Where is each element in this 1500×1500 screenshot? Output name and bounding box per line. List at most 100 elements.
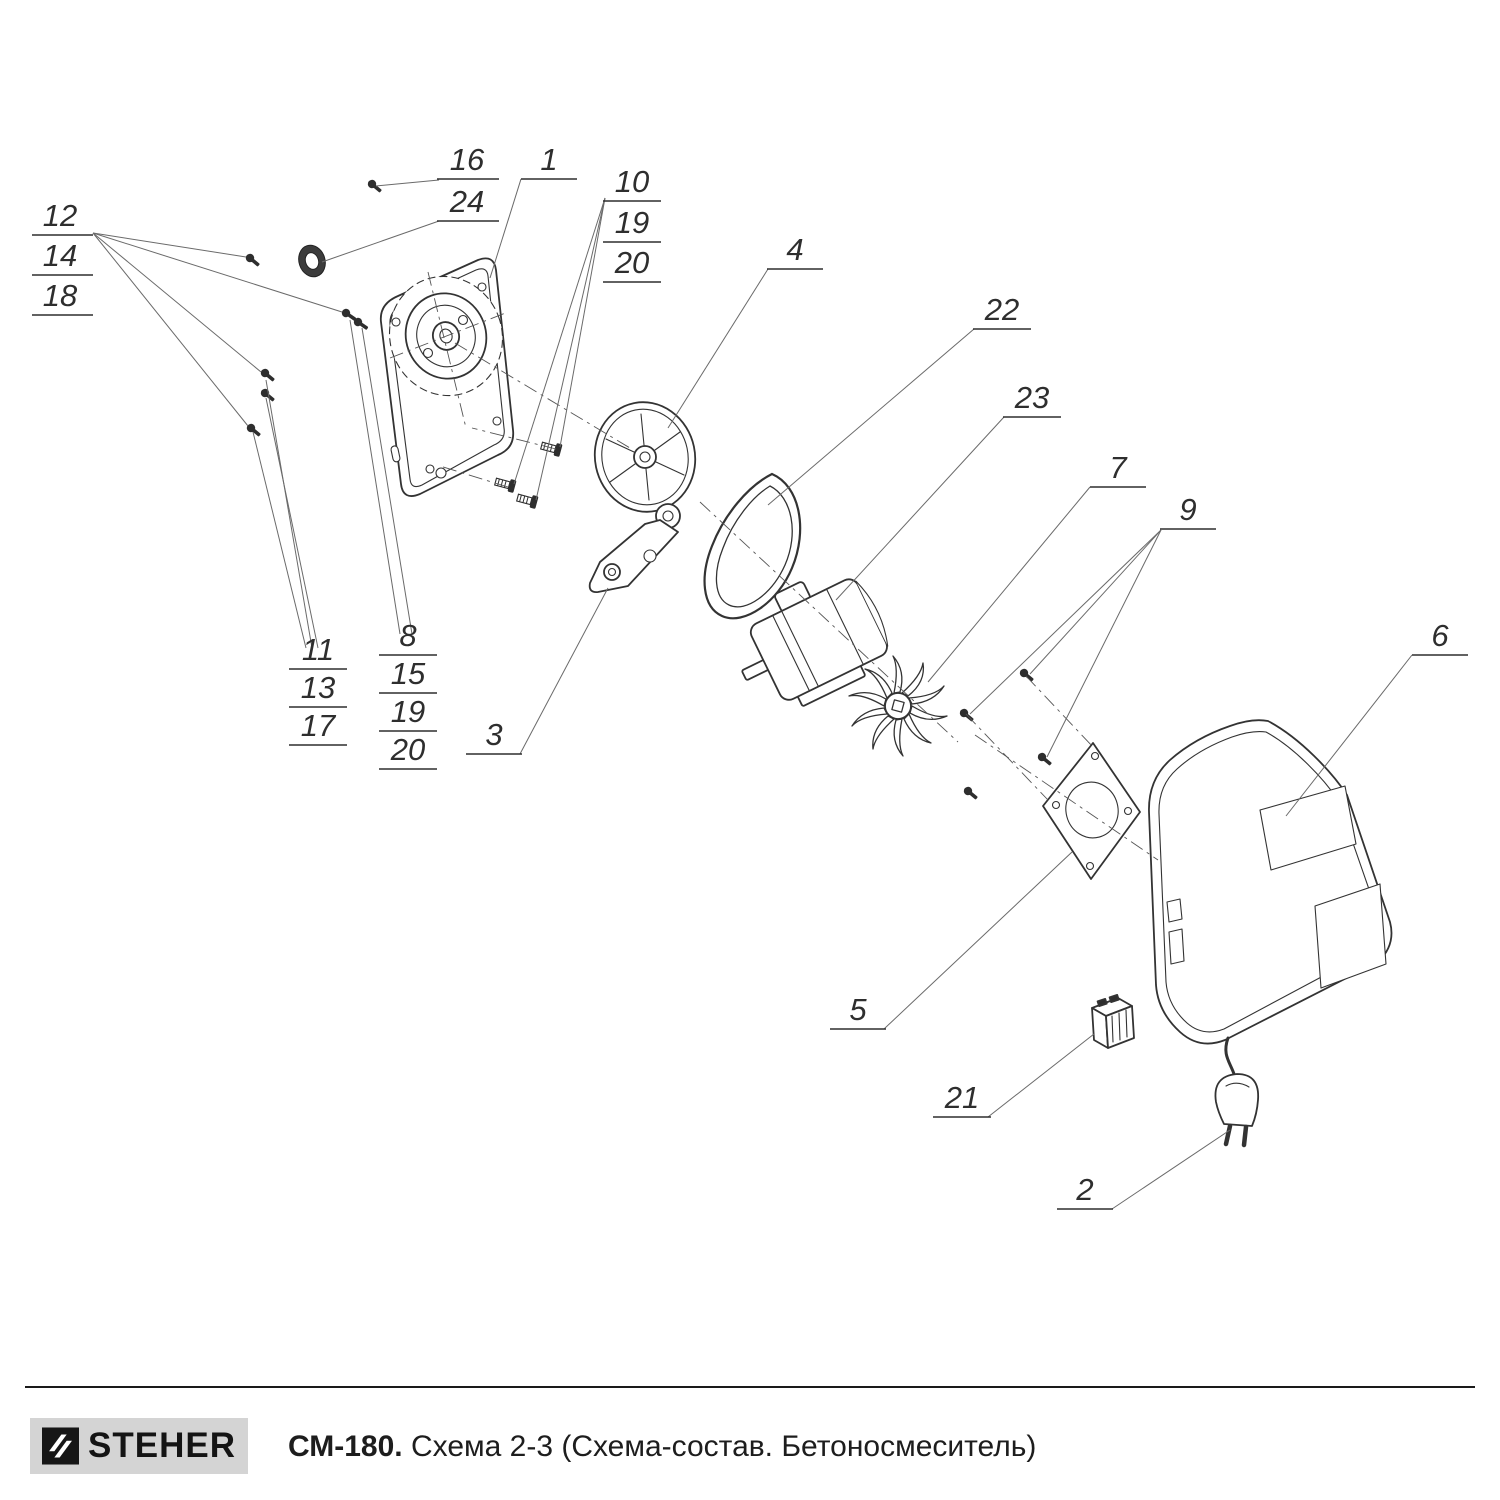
motor-seam (781, 611, 819, 687)
motor-housing-cover (1148, 719, 1393, 1076)
leader-line (1046, 529, 1162, 758)
power-switch (1091, 993, 1135, 1049)
plug-body (1214, 1073, 1260, 1127)
callout-8: 8 (399, 618, 417, 653)
housing-vent-panel (1314, 883, 1387, 989)
callout-17: 17 (301, 708, 337, 743)
pulley-spoke (640, 413, 645, 446)
screw (1036, 751, 1054, 768)
belt-outer (703, 472, 802, 620)
mount-plate-corner-hole (1085, 861, 1095, 871)
switch-button (1108, 993, 1120, 1003)
leader-line (559, 197, 606, 448)
leader-line (987, 1033, 1095, 1118)
leader-line (969, 529, 1162, 715)
callout-12: 12 (43, 198, 77, 233)
leader-line (92, 232, 343, 313)
leader-line (361, 327, 413, 635)
callout-10: 10 (615, 164, 649, 199)
pulley-spoke (609, 463, 636, 483)
boss-hole (457, 314, 469, 326)
steher-logo-icon (42, 1427, 80, 1465)
axis-line (439, 465, 509, 488)
bolt (515, 490, 540, 510)
motor-seam (826, 589, 864, 665)
bracket-hole (643, 549, 657, 563)
center-axis-lines (389, 271, 1159, 861)
axis-line (965, 713, 1049, 801)
leader-lines (92, 178, 1413, 1210)
axis-line (389, 311, 509, 359)
callout-24: 24 (449, 184, 484, 219)
callout-22: 22 (984, 292, 1019, 327)
cooling-fan (848, 655, 948, 757)
axis-line (1025, 675, 1095, 749)
belt-inner (715, 485, 793, 608)
footer-divider (25, 1386, 1475, 1388)
callout-14: 14 (43, 238, 77, 273)
callout-3: 3 (485, 717, 502, 752)
callout-13: 13 (301, 670, 335, 705)
screw (962, 785, 980, 802)
leader-line (667, 268, 769, 429)
pulley-spoke (655, 461, 685, 476)
pulley-shaft-hole (639, 451, 651, 463)
callout-16: 16 (450, 142, 485, 177)
tension-roller-hole (662, 510, 674, 522)
callout-5: 5 (849, 992, 867, 1027)
leader-line (1285, 654, 1413, 817)
mounting-plate (379, 257, 515, 497)
motor-mount-plate (1042, 742, 1141, 880)
plate-slot (390, 445, 401, 463)
leader-line (375, 179, 440, 187)
bolt (493, 474, 518, 494)
fan-blade (893, 718, 904, 757)
bracket-pivot-hole (607, 567, 617, 577)
leader-line (535, 197, 606, 501)
callout-15: 15 (391, 656, 426, 691)
tensioner-bracket (588, 503, 681, 593)
callout-20-lower: 20 (390, 732, 425, 767)
switch-button (1096, 997, 1108, 1007)
fan-blade (864, 668, 893, 699)
leader-line (92, 232, 249, 427)
callout-6: 6 (1431, 618, 1449, 653)
leader-line (883, 851, 1073, 1030)
switch-rib (1125, 1009, 1128, 1038)
boss-hole (422, 347, 434, 359)
callout-1: 1 (540, 142, 557, 177)
leader-line (265, 379, 313, 649)
leader-line (252, 431, 307, 649)
seal-ring (298, 244, 326, 278)
fan-blade (909, 705, 948, 720)
plug-detail (1225, 1082, 1250, 1088)
leader-line (92, 232, 247, 258)
callout-21: 21 (944, 1080, 979, 1115)
switch-rib (1111, 1015, 1114, 1043)
plate-hole (477, 282, 487, 292)
cover-screws (958, 667, 1054, 802)
leader-line (1111, 1129, 1231, 1210)
screw (244, 252, 262, 269)
mount-plate-hole (1065, 781, 1119, 839)
diagram-caption: СМ-180. Схема 2-3 (Схема-состав. Бетонос… (288, 1430, 1036, 1464)
mount-plate-corner-hole (1051, 800, 1061, 810)
caption-text: Схема 2-3 (Схема-состав. Бетоносмеситель… (410, 1430, 1037, 1463)
leader-line (265, 397, 319, 649)
pulley-spoke (654, 431, 681, 451)
fan-blade (872, 715, 895, 750)
plate-hole (425, 464, 435, 474)
callout-19-upper: 19 (615, 205, 649, 240)
switch-rib (1118, 1012, 1121, 1041)
pulley-spoke (605, 438, 635, 453)
housing-inner-line (1158, 731, 1381, 1033)
drive-belt (703, 472, 802, 620)
model-number: СМ-180. (288, 1430, 403, 1463)
leader-line (1029, 529, 1162, 675)
leader-line (767, 328, 975, 506)
motor-seam (772, 615, 810, 691)
screw (1018, 667, 1036, 684)
leader-line (489, 178, 522, 279)
